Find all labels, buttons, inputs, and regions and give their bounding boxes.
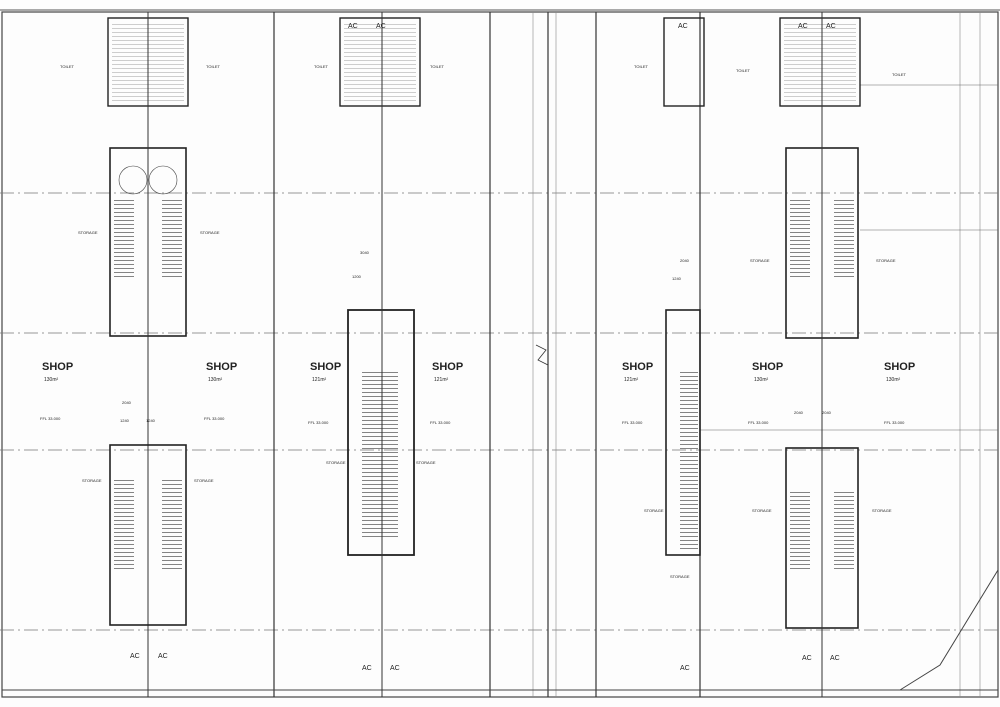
ffl-tag: FFL 33.000: [430, 420, 451, 425]
storage-tag: STORAGE: [670, 574, 690, 579]
dimension-label: 1240: [146, 418, 156, 423]
core-block-3: [663, 17, 705, 556]
ffl-tag: FFL 33.000: [748, 420, 769, 425]
slanted-boundary: [899, 569, 999, 691]
ac-label: AC: [798, 23, 808, 30]
ac-label: AC: [376, 23, 386, 30]
shop-label: SHOP: [752, 361, 783, 373]
shop-label: SHOP: [622, 361, 653, 373]
dimension-label: 2040: [680, 258, 690, 263]
toilet-tag: TOILET: [60, 64, 74, 69]
core-block-5: [109, 444, 187, 626]
ac-label: AC: [830, 655, 840, 662]
ac-label: AC: [390, 665, 400, 672]
ffl-tag: FFL 33.000: [40, 416, 61, 421]
ac-label: AC: [130, 653, 140, 660]
core-block-1: [107, 12, 189, 697]
shop-area: 121m²: [434, 377, 449, 383]
shop-label: SHOP: [884, 361, 915, 373]
dimension-label: 2040: [794, 410, 804, 415]
ffl-tag: FFL 33.000: [622, 420, 643, 425]
storage-tag: STORAGE: [326, 460, 346, 465]
storage-tag: STORAGE: [644, 508, 664, 513]
shop-label: SHOP: [42, 361, 73, 373]
shop-label: SHOP: [310, 361, 341, 373]
ac-label: AC: [158, 653, 168, 660]
toilet-tag: TOILET: [634, 64, 648, 69]
ffl-tag: FFL 33.000: [308, 420, 329, 425]
ffl-tag: FFL 33.000: [204, 416, 225, 421]
storage-tag: STORAGE: [876, 258, 896, 263]
shop-area: 130m²: [886, 377, 901, 383]
dimension-label: 2040: [122, 400, 132, 405]
dimension-label: 3040: [360, 250, 370, 255]
storage-tag: STORAGE: [82, 478, 102, 483]
shop-label: SHOP: [432, 361, 463, 373]
ac-label: AC: [826, 23, 836, 30]
dimension-label: 1200: [352, 274, 362, 279]
dimension-label: 1240: [120, 418, 130, 423]
dimension-label: 2040: [822, 410, 832, 415]
ac-label: AC: [348, 23, 358, 30]
storage-tag: STORAGE: [200, 230, 220, 235]
grid-lines-horizontal: [0, 192, 1000, 631]
storage-tag: STORAGE: [78, 230, 98, 235]
ac-label: AC: [362, 665, 372, 672]
ffl-tag: FFL 33.000: [884, 420, 905, 425]
break-mark: [535, 344, 549, 366]
core-block-4: [779, 12, 861, 697]
ac-label: AC: [680, 665, 690, 672]
toilet-tag: TOILET: [430, 64, 444, 69]
core-block-2: [339, 12, 421, 697]
toilet-tag: TOILET: [892, 72, 906, 77]
storage-tag: STORAGE: [750, 258, 770, 263]
storage-tag: STORAGE: [194, 478, 214, 483]
toilet-tag: TOILET: [206, 64, 220, 69]
drawing-frame: [1, 11, 999, 698]
storage-tag: STORAGE: [416, 460, 436, 465]
secondary-lines: [532, 12, 981, 697]
toilet-tag: TOILET: [736, 68, 750, 73]
shop-area: 130m²: [44, 377, 59, 383]
shop-area: 130m²: [754, 377, 769, 383]
shop-area: 121m²: [624, 377, 639, 383]
ac-label: AC: [678, 23, 688, 30]
dimension-label: 1240: [672, 276, 682, 281]
ac-label: AC: [802, 655, 812, 662]
shop-label: SHOP: [206, 361, 237, 373]
party-walls: [273, 12, 701, 697]
storage-tag: STORAGE: [872, 508, 892, 513]
shop-area: 130m²: [208, 377, 223, 383]
shop-area: 121m²: [312, 377, 327, 383]
storage-tag: STORAGE: [752, 508, 772, 513]
toilet-tag: TOILET: [314, 64, 328, 69]
